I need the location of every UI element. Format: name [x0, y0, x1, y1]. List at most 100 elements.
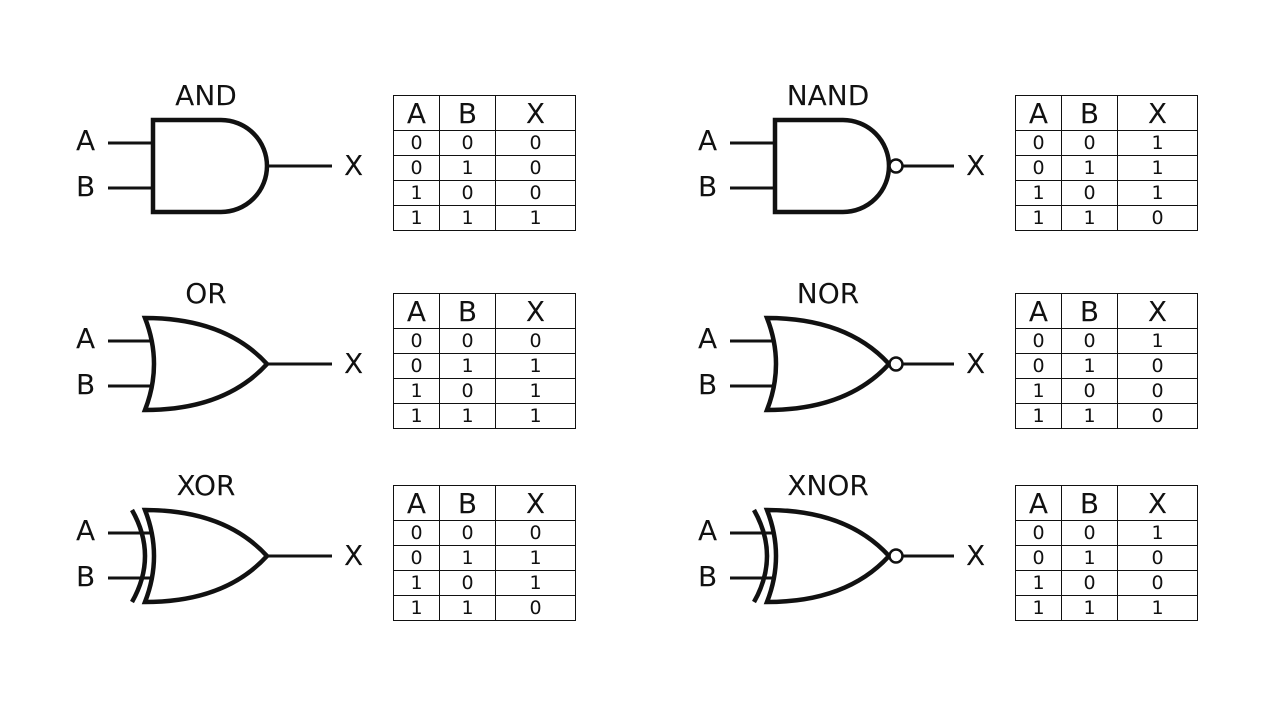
nor-gate-body — [763, 315, 893, 413]
column-header-b: B — [439, 293, 496, 329]
nand-gate-title: NAND — [786, 79, 870, 112]
cell-x: 0 — [1117, 378, 1198, 404]
and-input-a-label: A — [76, 124, 96, 157]
cell-a: 1 — [1015, 570, 1062, 596]
and-gate-body — [150, 117, 270, 215]
column-header-b: B — [439, 95, 496, 131]
cell-b: 1 — [439, 595, 496, 621]
cell-b: 1 — [439, 545, 496, 571]
xnor-input-b-label: B — [698, 560, 718, 593]
cell-b: 0 — [1061, 570, 1118, 596]
column-header-a: A — [1015, 95, 1062, 131]
cell-b: 1 — [439, 353, 496, 379]
cell-b: 1 — [439, 403, 496, 429]
nand-inversion-bubble — [888, 158, 904, 174]
and-output-x-label: X — [344, 149, 364, 182]
or-input-a-label: A — [76, 322, 96, 355]
xnor-xor-curve — [752, 508, 770, 604]
xnor-inversion-bubble — [888, 548, 904, 564]
cell-x: 1 — [495, 570, 576, 596]
xor-gate-body — [141, 507, 271, 605]
cell-x: 0 — [495, 595, 576, 621]
cell-a: 1 — [1015, 403, 1062, 429]
column-header-a: A — [393, 95, 440, 131]
cell-a: 1 — [1015, 595, 1062, 621]
cell-a: 0 — [1015, 545, 1062, 571]
column-header-b: B — [1061, 95, 1118, 131]
nor-input-b-label: B — [698, 368, 718, 401]
cell-a: 0 — [1015, 520, 1062, 546]
cell-a: 0 — [1015, 353, 1062, 379]
cell-a: 1 — [393, 378, 440, 404]
xnor-input-a-label: A — [698, 514, 718, 547]
cell-b: 0 — [439, 328, 496, 354]
cell-a: 1 — [1015, 205, 1062, 231]
column-header-b: B — [1061, 485, 1118, 521]
cell-b: 1 — [1061, 545, 1118, 571]
cell-b: 0 — [439, 520, 496, 546]
column-header-x: X — [495, 485, 576, 521]
cell-x: 1 — [495, 545, 576, 571]
column-header-x: X — [495, 95, 576, 131]
cell-x: 1 — [1117, 520, 1198, 546]
or-gate-title: OR — [185, 277, 227, 310]
or-gate-body — [141, 315, 271, 413]
cell-b: 1 — [439, 205, 496, 231]
cell-b: 0 — [1061, 378, 1118, 404]
cell-x: 1 — [495, 403, 576, 429]
column-header-x: X — [1117, 95, 1198, 131]
or-input-b-label: B — [76, 368, 96, 401]
column-header-x: X — [495, 293, 576, 329]
column-header-x: X — [1117, 293, 1198, 329]
xor-output-x-label: X — [344, 539, 364, 572]
cell-x: 1 — [495, 205, 576, 231]
nor-input-a-label: A — [698, 322, 718, 355]
column-header-x: X — [1117, 485, 1198, 521]
nand-output-x-label: X — [966, 149, 986, 182]
cell-x: 0 — [1117, 545, 1198, 571]
cell-b: 1 — [439, 155, 496, 181]
and-gate-title: AND — [175, 79, 237, 112]
cell-x: 1 — [1117, 130, 1198, 156]
cell-b: 0 — [1061, 180, 1118, 206]
xnor-gate-body — [763, 507, 893, 605]
cell-b: 1 — [1061, 403, 1118, 429]
cell-x: 1 — [1117, 595, 1198, 621]
cell-a: 1 — [393, 205, 440, 231]
cell-x: 0 — [1117, 570, 1198, 596]
cell-a: 1 — [393, 403, 440, 429]
nor-gate-title: NOR — [796, 277, 860, 310]
xnor-output-x-label: X — [966, 539, 986, 572]
column-header-a: A — [393, 485, 440, 521]
cell-a: 0 — [1015, 328, 1062, 354]
xor-gate-title: XOR — [176, 469, 236, 502]
cell-x: 0 — [495, 155, 576, 181]
nor-output-x-label: X — [966, 347, 986, 380]
xor-input-b-label: B — [76, 560, 96, 593]
